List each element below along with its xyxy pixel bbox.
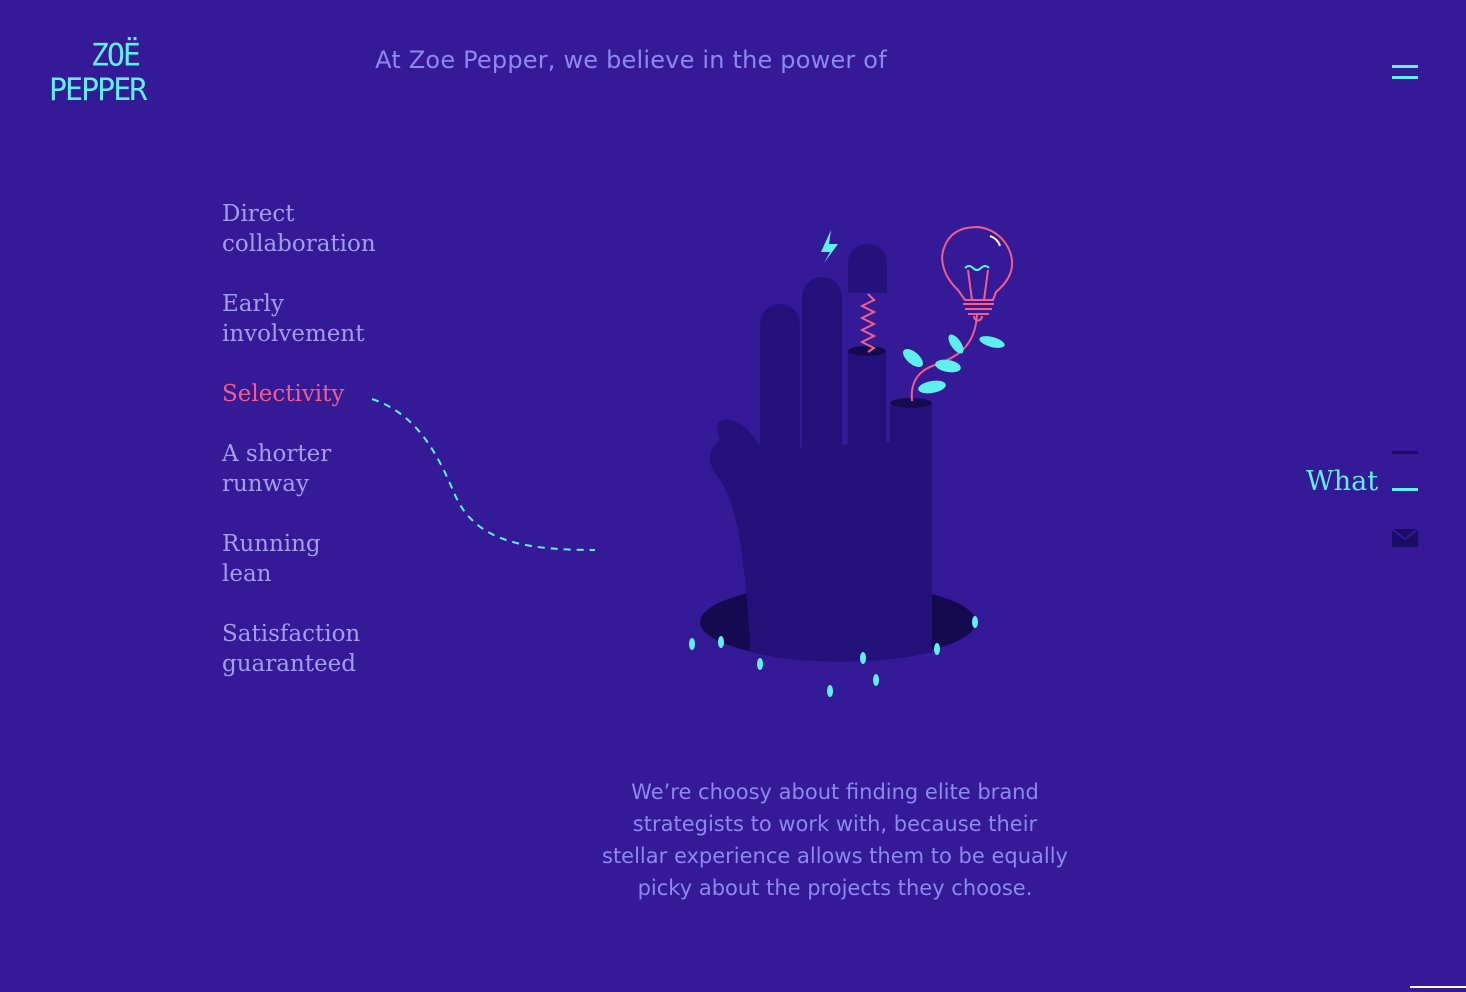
lightning-icon — [821, 230, 838, 263]
mail-icon[interactable] — [1392, 529, 1418, 547]
menu-icon[interactable] — [1392, 64, 1418, 82]
value-item-satisfaction-guaranteed[interactable]: Satisfaction guaranteed — [222, 621, 361, 677]
lightbulb-icon — [941, 225, 1014, 322]
dashed-connector — [371, 398, 596, 551]
page-tagline: At Zoe Pepper, we believe in the power o… — [0, 46, 1466, 74]
menu-line-top — [1392, 65, 1418, 68]
logo-line-1: ZOË — [90, 36, 141, 74]
menu-line-bottom — [1392, 76, 1418, 79]
value-item-selectivity[interactable]: Selectivity — [222, 381, 345, 407]
logo-line-2: PEPPER — [49, 71, 147, 109]
value-item-running-lean[interactable]: Running lean — [222, 531, 321, 587]
values-list: Direct collaboration Early involvement S… — [222, 199, 376, 709]
scroll-indicator — [1410, 986, 1466, 988]
section-indicator-current[interactable] — [1392, 488, 1418, 491]
value-item-direct-collaboration[interactable]: Direct collaboration — [222, 201, 376, 257]
value-description: We’re choosy about finding elite brand s… — [602, 780, 1068, 900]
value-item-early-involvement[interactable]: Early involvement — [222, 291, 365, 347]
vine — [910, 314, 978, 402]
leaves — [903, 334, 1005, 394]
tagline-text: At Zoe Pepper, we believe in the power o… — [375, 46, 887, 74]
spring — [859, 293, 877, 353]
section-indicator-prev[interactable] — [1392, 451, 1418, 454]
logo[interactable]: ZOË PEPPER — [49, 36, 147, 109]
hand — [709, 244, 932, 662]
hand-illustration — [371, 225, 1014, 697]
section-label: What — [1306, 466, 1379, 497]
sprouts — [689, 616, 978, 697]
value-item-shorter-runway[interactable]: A shorter runway — [222, 441, 332, 497]
